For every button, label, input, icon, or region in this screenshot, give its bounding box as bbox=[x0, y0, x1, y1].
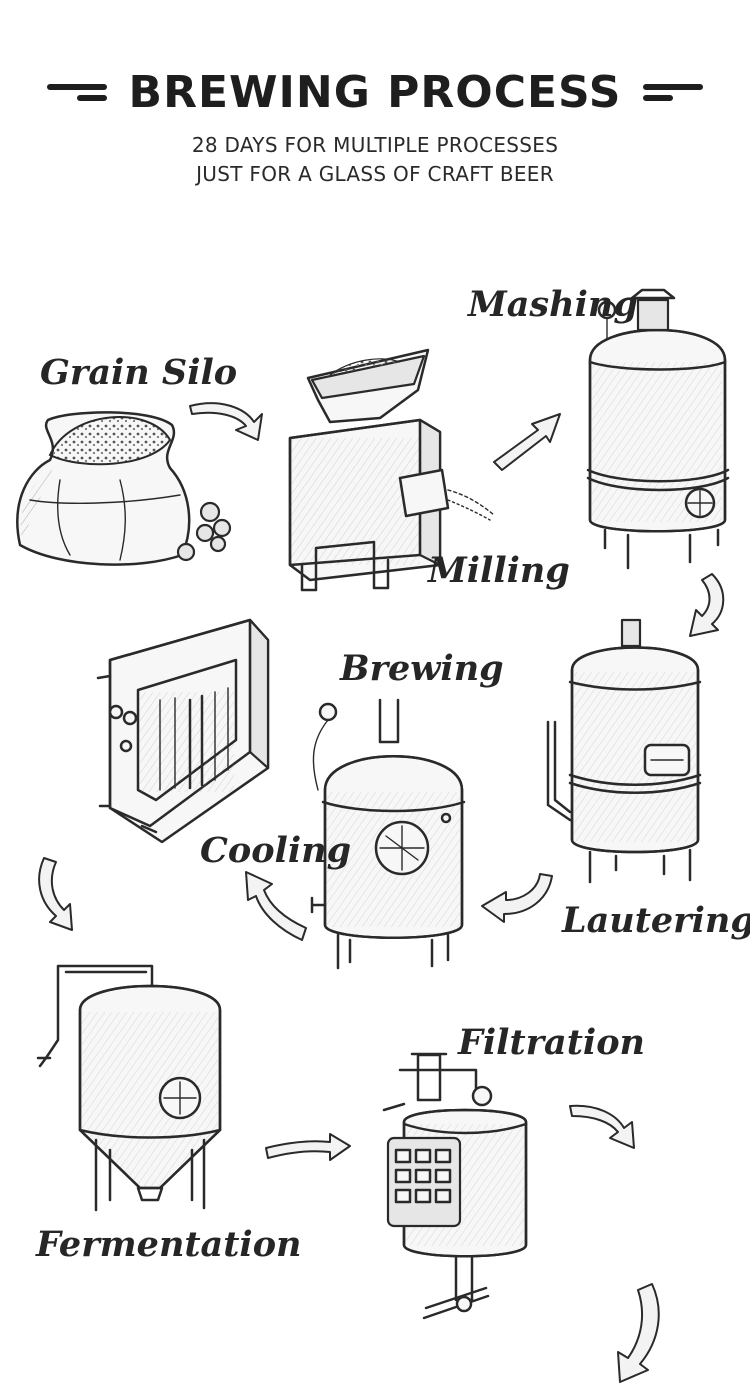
flow-arrow-icon bbox=[481, 873, 553, 923]
control-buttons bbox=[394, 1148, 452, 1204]
right-title-ornament bbox=[643, 81, 704, 103]
left-title-ornament bbox=[46, 81, 107, 103]
flow-arrow-icon bbox=[617, 1283, 660, 1383]
header: BREWING PROCESS 28 DAYS FOR MULTIPLE PRO… bbox=[0, 0, 750, 220]
step-label-brewing: Brewing bbox=[339, 648, 504, 689]
step-label-grain-silo: Grain Silo bbox=[40, 352, 237, 393]
page-title: BREWING PROCESS bbox=[128, 66, 622, 118]
mash-tun-icon bbox=[586, 288, 730, 570]
flow-arrow-icon bbox=[265, 1133, 351, 1161]
flow-arrow-icon bbox=[689, 573, 725, 637]
flow-arrow-icon bbox=[189, 402, 263, 441]
brew-kettle-icon bbox=[310, 698, 466, 970]
mill-icon bbox=[288, 348, 495, 592]
flow-arrow-icon bbox=[245, 871, 307, 941]
step-label-lautering: Lautering bbox=[561, 900, 750, 941]
step-label-cooling: Cooling bbox=[200, 830, 351, 871]
step-label-mashing: Mashing bbox=[467, 284, 638, 325]
title-row: BREWING PROCESS bbox=[0, 62, 750, 122]
grain-pellets bbox=[176, 501, 232, 562]
filter-icon bbox=[382, 1052, 528, 1320]
step-label-milling: Milling bbox=[427, 550, 570, 591]
subtitle-line-1: 28 DAYS FOR MULTIPLE PROCESSES bbox=[191, 133, 559, 157]
step-label-fermentation: Fermentation bbox=[35, 1224, 302, 1265]
fermenter-icon bbox=[36, 964, 222, 1212]
flow-arrow-icon bbox=[569, 1104, 635, 1149]
flow-arrow-icon bbox=[38, 857, 73, 931]
step-label-filtration: Filtration bbox=[457, 1022, 645, 1063]
subtitle-line-2: JUST FOR A GLASS OF CRAFT BEER bbox=[196, 162, 554, 186]
flow-arrow-icon bbox=[493, 413, 561, 471]
grain-sack-icon bbox=[16, 411, 232, 566]
lauter-tun-icon bbox=[546, 618, 702, 884]
plate-cooler-icon bbox=[96, 618, 270, 844]
